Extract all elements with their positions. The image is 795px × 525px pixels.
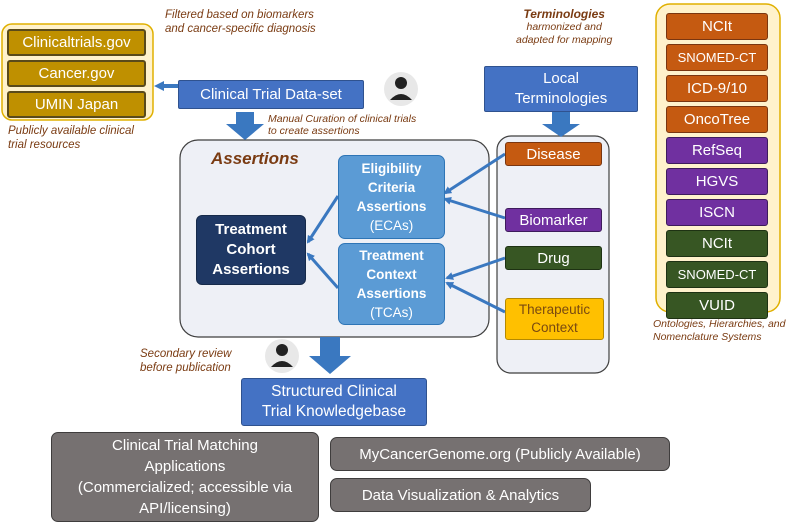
disease-to-eca-arrow bbox=[443, 152, 506, 195]
mycancergenome-box[interactable]: MyCancerGenome.org (Publicly Available) bbox=[330, 437, 670, 471]
resource-clinicaltrials[interactable]: Clinicaltrials.gov bbox=[7, 29, 146, 56]
term-snomed-disease[interactable]: SNOMED-CT bbox=[666, 44, 768, 71]
term-oncotree[interactable]: OncoTree bbox=[666, 106, 768, 133]
ontologies-note: Ontologies, Hierarchies, and Nomenclatur… bbox=[653, 318, 786, 343]
context-to-tca-arrow bbox=[445, 281, 506, 314]
resources-arrow bbox=[154, 81, 178, 91]
kb-down-arrow bbox=[309, 337, 351, 374]
reviewer-person-icon bbox=[265, 339, 299, 373]
term-ncit-drug[interactable]: NCIt bbox=[666, 230, 768, 257]
curation-note: Manual Curation of clinical trials to cr… bbox=[268, 113, 417, 137]
eca-box[interactable]: Eligibility Criteria Assertions (ECAs) bbox=[338, 155, 445, 239]
term-snomed-drug[interactable]: SNOMED-CT bbox=[666, 261, 768, 288]
treatment-cohort-box[interactable]: Treatment Cohort Assertions bbox=[196, 215, 306, 285]
terminologies-note: Terminologies harmonized and adapted for… bbox=[516, 7, 613, 47]
term-ncit-disease[interactable]: NCIt bbox=[666, 13, 768, 40]
curator-person-icon bbox=[384, 72, 418, 106]
local-terms-down-arrow bbox=[542, 112, 580, 137]
category-disease[interactable]: Disease bbox=[505, 142, 602, 166]
resources-caption: Publicly available clinical trial resour… bbox=[8, 125, 134, 151]
structured-knowledgebase[interactable]: Structured Clinical Trial Knowledgebase bbox=[241, 378, 427, 426]
assertions-title: Assertions bbox=[211, 149, 299, 168]
eca-to-cohort-arrow bbox=[306, 195, 340, 244]
term-refseq[interactable]: RefSeq bbox=[666, 137, 768, 164]
category-drug[interactable]: Drug bbox=[505, 246, 602, 270]
clinical-trial-dataset[interactable]: Clinical Trial Data-set bbox=[178, 80, 364, 109]
term-iscn[interactable]: ISCN bbox=[666, 199, 768, 226]
review-note: Secondary review before publication bbox=[140, 348, 232, 374]
term-vuid[interactable]: VUID bbox=[666, 292, 768, 319]
category-therapeutic-context[interactable]: Therapeutic Context bbox=[505, 298, 604, 340]
resource-cancer-gov[interactable]: Cancer.gov bbox=[7, 60, 146, 87]
tca-to-cohort-arrow bbox=[306, 252, 340, 289]
dataset-down-arrow bbox=[226, 112, 264, 140]
tca-box[interactable]: Treatment Context Assertions (TCAs) bbox=[338, 243, 445, 325]
drug-to-tca-arrow bbox=[445, 256, 506, 280]
resource-umin-japan[interactable]: UMIN Japan bbox=[7, 91, 146, 118]
matching-applications-box[interactable]: Clinical Trial Matching Applications (Co… bbox=[51, 432, 319, 522]
data-visualization-box[interactable]: Data Visualization & Analytics bbox=[330, 478, 591, 512]
biomarker-to-eca-arrow bbox=[443, 196, 506, 220]
term-hgvs[interactable]: HGVS bbox=[666, 168, 768, 195]
category-biomarker[interactable]: Biomarker bbox=[505, 208, 602, 232]
filter-note: Filtered based on biomarkers and cancer-… bbox=[165, 9, 316, 35]
term-icd[interactable]: ICD-9/10 bbox=[666, 75, 768, 102]
local-terminologies[interactable]: Local Terminologies bbox=[484, 66, 638, 112]
